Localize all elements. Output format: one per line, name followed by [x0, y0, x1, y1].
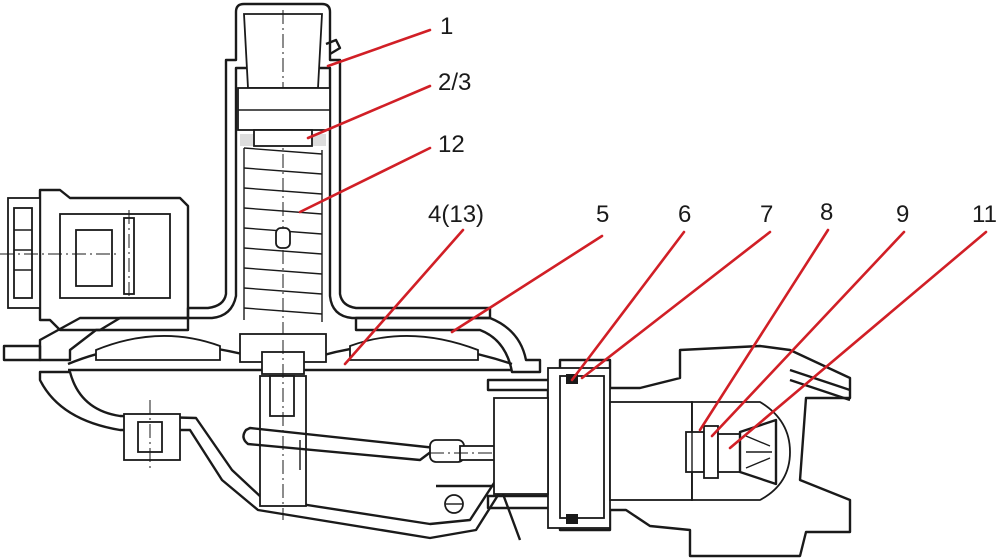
leader-4-13	[343, 228, 465, 366]
leader-2-3	[306, 84, 432, 140]
spring	[243, 147, 323, 322]
left-inlet-housing	[0, 188, 190, 362]
callout-7: 7	[760, 201, 773, 228]
bonnet-tower	[186, 2, 492, 340]
valve-body	[486, 344, 852, 558]
leader-11	[728, 230, 988, 450]
leader-8	[698, 228, 830, 432]
leader-12	[298, 146, 432, 214]
callout-6: 6	[678, 201, 691, 228]
callout-5: 5	[596, 201, 609, 228]
leader-6	[570, 230, 686, 382]
callout-11: 11	[972, 201, 997, 228]
leader-7	[580, 230, 772, 380]
leader-lines	[298, 28, 988, 450]
leader-1	[326, 28, 432, 68]
callout-8: 8	[820, 199, 833, 226]
leader-9	[710, 230, 906, 438]
leader-5	[450, 234, 604, 334]
callout-labels: 1 2/3 12 4(13) 5 6 7 8 9 11	[428, 13, 997, 228]
callout-9: 9	[896, 201, 909, 228]
callout-12: 12	[438, 131, 465, 158]
callout-4-13: 4(13)	[428, 201, 484, 228]
callout-2-3: 2/3	[438, 69, 471, 96]
callout-1: 1	[440, 13, 453, 40]
diaphragm-case	[38, 316, 542, 540]
